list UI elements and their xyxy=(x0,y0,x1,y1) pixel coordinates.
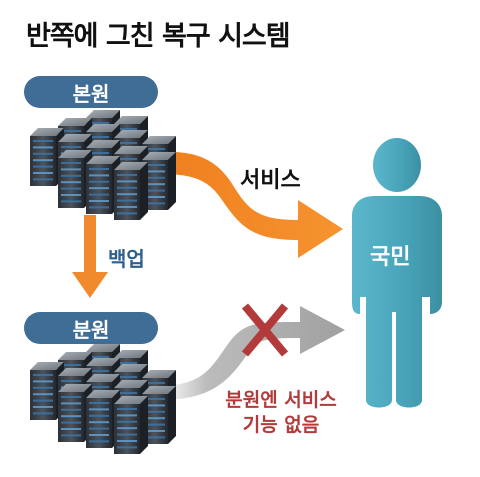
service-arrow xyxy=(162,151,343,258)
primary-server-cluster xyxy=(30,110,176,220)
citizen-label: 국민 xyxy=(370,245,411,270)
no-service-label: 분원엔 서비스 기능 없음 xyxy=(206,388,356,438)
backup-server-cluster xyxy=(30,344,176,454)
no-service-label-line1: 분원엔 서비스 xyxy=(225,389,337,411)
server-rack-icon xyxy=(114,162,148,220)
failure-cross-icon xyxy=(241,303,289,357)
backup-site-label: 분원 xyxy=(24,312,158,344)
backup-arrow xyxy=(72,215,108,298)
server-rack-icon xyxy=(114,396,148,454)
backup-label: 백업 xyxy=(108,247,145,271)
service-label: 서비스 xyxy=(240,168,301,193)
failed-service-arrow xyxy=(160,306,345,400)
no-service-label-line2: 기능 없음 xyxy=(242,414,320,436)
citizen-figure-icon xyxy=(352,138,442,408)
page-title: 반쪽에 그친 복구 시스템 xyxy=(26,21,291,52)
primary-site-label: 본원 xyxy=(24,76,158,108)
